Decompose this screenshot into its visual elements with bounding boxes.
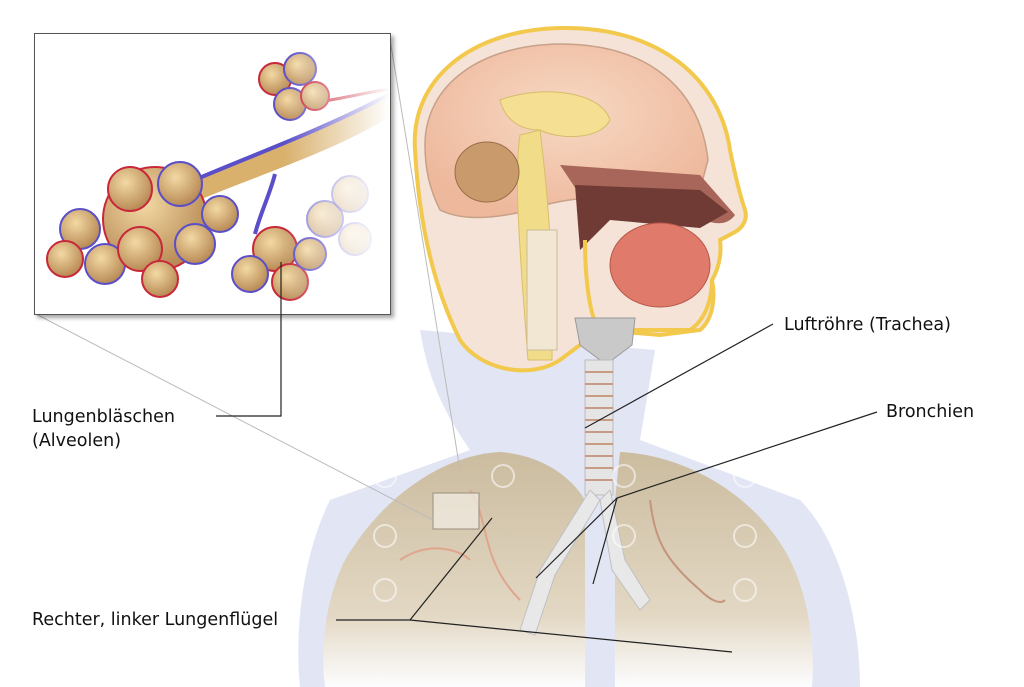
label-lungs: Rechter, linker Lungenflügel [32,610,279,630]
label-alveoli-line1: Lungenbläschen [32,407,175,427]
label-bronchi: Bronchien [886,402,975,422]
alveoli-inset [34,33,391,315]
head-section [412,25,748,373]
label-alveoli: Lungenbläschen (Alveolen) [32,405,175,453]
trachea [584,359,614,496]
label-trachea: Luftröhre (Trachea) [784,315,951,335]
label-alveoli-line2: (Alveolen) [32,431,122,451]
zoom-region-marker [432,492,480,530]
